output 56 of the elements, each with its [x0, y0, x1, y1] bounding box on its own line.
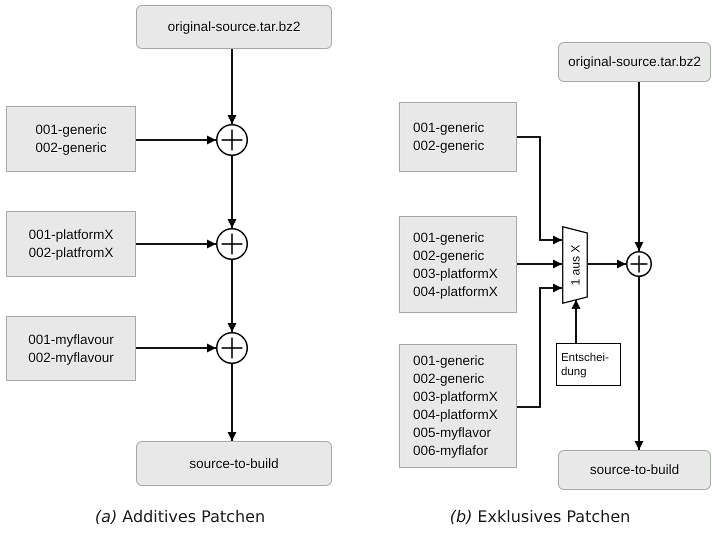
adder-circle: [216, 124, 248, 156]
source-box: [136, 441, 332, 486]
file-name: original-source.tar.bz2: [168, 18, 300, 36]
arrow: [634, 82, 644, 251]
multiplexer-trapezoid: [562, 226, 588, 304]
file-name: 003-platformX: [413, 388, 498, 406]
patch-box: [399, 344, 517, 468]
file-name: source-to-build: [590, 461, 680, 479]
adder-circle: [216, 332, 248, 364]
arrow: [228, 364, 236, 441]
file-name: 001-generic: [35, 121, 107, 139]
decision-box: [556, 343, 621, 386]
source-box: [558, 450, 711, 490]
arrow: [136, 136, 216, 144]
file-name: 005-myflavor: [413, 424, 492, 442]
file-name: 002-generic: [413, 246, 484, 264]
file-name: 001-myflavour: [28, 330, 114, 348]
patch-box: [399, 216, 517, 313]
file-name: 002-generic: [413, 370, 484, 388]
arrow: [588, 260, 626, 268]
source-box: [558, 42, 711, 82]
adder-circle: [216, 228, 248, 260]
mux-label: 1 aus X: [567, 244, 583, 286]
file-name: 006-myflafor: [413, 442, 488, 460]
file-name: 002-generic: [413, 137, 484, 155]
file-name: 001-platformX: [28, 226, 114, 244]
arrow: [228, 156, 236, 228]
patch-box: [6, 211, 136, 277]
file-name: original-source.tar.bz2: [568, 53, 701, 71]
arrow: [136, 240, 216, 248]
adder-circle: [626, 251, 652, 277]
file-name: 003-platformX: [413, 264, 498, 282]
subfigure-caption: (b) Exklusives Patchen: [450, 507, 630, 526]
patch-box: [6, 106, 136, 172]
file-name: 001-generic: [413, 228, 484, 246]
file-name: source-to-build: [189, 454, 279, 472]
file-name: 002-myflavour: [28, 348, 114, 366]
patch-box: [399, 102, 517, 172]
file-name: 002-generic: [35, 139, 107, 157]
arrow: [517, 136, 562, 244]
patch-box: [6, 316, 136, 381]
arrow: [517, 284, 562, 408]
file-name: 001-generic: [413, 119, 484, 137]
arrow: [228, 260, 236, 332]
arrow: [634, 277, 644, 450]
arrow: [572, 300, 580, 343]
file-name: 002-platfromX: [28, 244, 114, 262]
arrow: [136, 344, 216, 352]
subfigure-caption: (a) Additives Patchen: [94, 507, 266, 526]
file-name: 004-platformX: [413, 282, 498, 300]
file-name: 004-platformX: [413, 406, 498, 424]
decision-label: Entschei- dung: [561, 350, 610, 378]
file-name: 001-generic: [413, 352, 484, 370]
arrow: [228, 49, 236, 124]
arrow: [517, 260, 562, 268]
source-box: [136, 5, 332, 49]
